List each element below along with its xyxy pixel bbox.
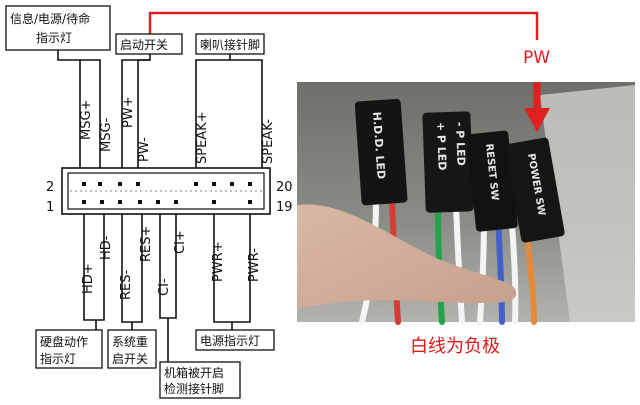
pin-label-hd-minus: HD- <box>99 235 114 260</box>
pin-header: 2 1 20 19 <box>46 167 293 215</box>
pin-label-res-minus: RES- <box>119 270 134 300</box>
hdd-led-line2: 指示灯 <box>40 351 76 366</box>
hand <box>297 204 517 308</box>
connector-hdd-led <box>354 98 408 206</box>
power-switch-box: 启动开关 <box>115 33 183 55</box>
top-pin-labels: MSG+ MSG- PW+ PW- SPEAK+ SPEAK- <box>79 96 276 164</box>
down-arrow-icon <box>524 82 550 132</box>
chassis-intrusion-line2: 检测接针脚 <box>164 381 224 396</box>
connector-photo: H.D.D. LED - P LED + P LED RESET SW POWE… <box>297 82 635 357</box>
bottom-callout-boxes: 硬盘动作 指示灯 系统重 启开关 机箱被开启 检测接针脚 电源指示灯 <box>35 329 275 399</box>
power-switch-label: 启动开关 <box>120 38 168 52</box>
pin-label-pw-minus: PW- <box>137 137 152 162</box>
connector-power-sw <box>505 137 565 243</box>
header-pins <box>82 182 252 204</box>
chassis-intrusion-box: 机箱被开启 检测接针脚 <box>159 361 241 399</box>
info-power-standby-box: 信息/电源/待命 指示灯 <box>5 5 111 51</box>
pin-label-pw-plus: PW+ <box>121 96 136 128</box>
connector-blocks <box>354 98 565 243</box>
info-power-standby-line2: 指示灯 <box>36 30 72 45</box>
reset-switch-box: 系统重 启开关 <box>107 329 157 369</box>
row1-right-number: 19 <box>276 200 293 215</box>
white-negative-caption: 白线为负极 <box>410 336 500 357</box>
pin-label-ci-minus: CI- <box>157 278 172 296</box>
pin-label-msg-minus: MSG- <box>99 117 114 152</box>
power-led-label: 电源指示灯 <box>200 333 260 348</box>
connector-label-hdd: H.D.D. LED <box>370 111 388 179</box>
pin-label-pwr-minus: PWR- <box>247 248 262 282</box>
connector-power-led <box>422 111 474 213</box>
hdd-led-box: 硬盘动作 指示灯 <box>35 329 103 369</box>
speaker-label: 喇叭接针脚 <box>200 37 260 52</box>
leader-lines <box>57 50 263 362</box>
header-inner <box>67 172 265 210</box>
pin-label-speak-plus: SPEAK+ <box>195 111 210 164</box>
pw-label: PW <box>523 48 550 68</box>
row2-left-number: 2 <box>46 180 54 195</box>
reset-switch-line1: 系统重 <box>112 335 148 349</box>
pw-callout-line: PW <box>148 11 550 68</box>
pin-label-hd-plus: HD+ <box>81 263 96 294</box>
pin-label-pwr-plus: PWR+ <box>211 241 226 282</box>
pin-label-speak-minus: SPEAK- <box>261 119 276 164</box>
info-power-standby-line1: 信息/电源/待命 <box>10 11 90 26</box>
speaker-box: 喇叭接针脚 <box>195 33 265 55</box>
pin-label-msg-plus: MSG+ <box>79 100 94 140</box>
connector-label-text: H.D.D. LED - P LED + P LED RESET SW POWE… <box>370 111 547 216</box>
pin-label-res-plus: RES+ <box>139 226 154 262</box>
row2-right-number: 20 <box>276 180 293 195</box>
connector-reset-sw <box>466 130 518 232</box>
hdd-led-line1: 硬盘动作 <box>40 334 88 349</box>
row1-left-number: 1 <box>46 200 54 215</box>
chassis-intrusion-line1: 机箱被开启 <box>164 365 224 380</box>
bottom-pin-labels: HD+ HD- RES- RES+ CI- CI+ PWR+ PWR- <box>81 226 262 300</box>
connector-label-minus-pled: - P LED <box>453 122 468 166</box>
pin-label-ci-plus: CI+ <box>173 230 188 254</box>
case-panel <box>540 85 635 322</box>
connector-label-plus-pled: + P LED <box>434 122 449 171</box>
power-led-box: 电源指示灯 <box>195 329 275 351</box>
reset-switch-line2: 启开关 <box>112 352 148 366</box>
